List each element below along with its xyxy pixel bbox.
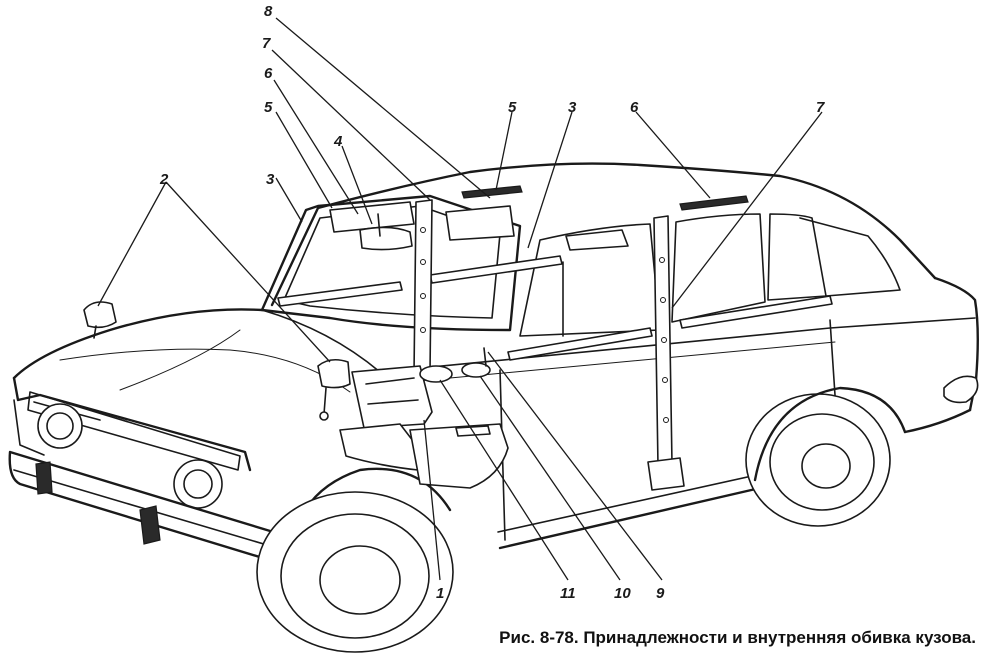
knob-11 [419,365,453,383]
interior-mirror [359,226,413,251]
leader-6b [635,111,711,199]
leader-3a [275,177,303,223]
leader-7a [271,49,431,201]
figure-caption: Рис. 8-78. Принадлежности и внутренняя о… [499,628,976,647]
callout-11: 11 [560,585,576,602]
leader-10 [479,375,621,581]
callout-10: 10 [614,585,631,602]
leader-5a [275,111,333,209]
callout-3-top: 3 [266,171,275,188]
callout-8-top: 8 [264,3,273,20]
leader-5b [495,111,513,191]
grab-handle [461,185,523,199]
callout-6-right: 6 [630,99,639,116]
a-pillar-trim [413,199,433,375]
callout-9: 9 [656,585,665,602]
callout-7-top: 7 [262,35,271,52]
leader-4 [341,145,373,225]
callout-1: 1 [436,585,444,602]
callout-3-right: 3 [568,99,577,116]
b-pillar-trim [653,215,673,467]
leader-1 [423,419,441,581]
accessories [83,185,749,491]
callout-numbers: 8 7 6 5 4 3 2 5 3 6 7 1 11 10 9 [159,3,825,602]
callout-6-top: 6 [264,65,273,82]
door-trim-lower [409,423,509,489]
callout-7-right: 7 [816,99,825,116]
leader-9 [487,351,663,581]
hood-and-front [8,308,452,564]
callout-5-right: 5 [508,99,517,116]
callout-4: 4 [333,133,343,150]
right-mirror [317,358,351,389]
dash-panel [351,365,433,429]
leader-2b [165,181,331,363]
knob-10 [461,362,491,378]
callout-2: 2 [159,171,169,188]
leader-8 [275,17,491,199]
sun-visor [329,201,415,233]
leader-3b [527,111,573,249]
left-mirror [83,301,117,329]
leader-11 [439,379,569,581]
grab-handle-rear [679,195,749,211]
leader-lines [97,17,823,581]
wheels [256,386,907,653]
callout-5-top: 5 [264,99,273,116]
leader-6a [273,79,359,215]
leader-2a [97,181,167,307]
leader-7b [671,111,823,309]
